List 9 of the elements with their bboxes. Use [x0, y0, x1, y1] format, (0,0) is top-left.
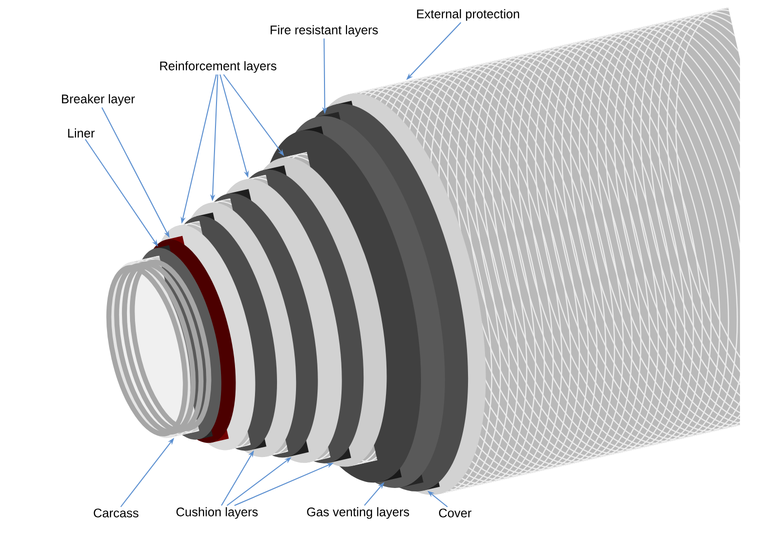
- part-label: Cover: [439, 508, 472, 518]
- part-label: Fire resistant layers: [270, 25, 378, 37]
- part-label: Gas venting layers: [307, 507, 410, 519]
- part-label: Reinforcement layers: [160, 61, 276, 73]
- part-label: Liner: [68, 128, 95, 138]
- part-label: Cushion layers: [176, 507, 258, 519]
- part-label: Carcass: [94, 508, 138, 518]
- part-label: External protection: [417, 9, 520, 21]
- part-label: Breaker layer: [62, 94, 135, 106]
